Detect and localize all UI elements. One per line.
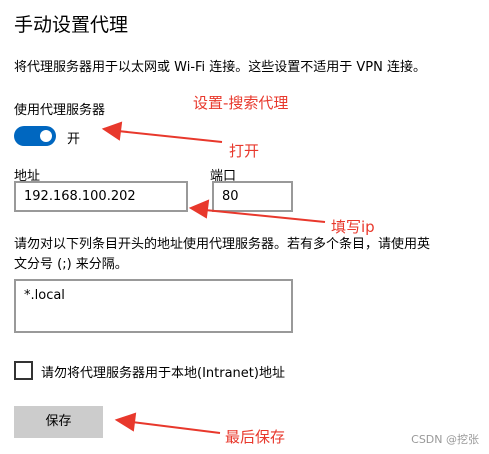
toggle-state-label: 开 xyxy=(67,132,81,147)
arrow-save-head xyxy=(114,412,137,432)
use-proxy-toggle[interactable] xyxy=(14,126,56,146)
exceptions-description: 请勿对以下列条目开头的地址使用代理服务器。若有多个条目，请使用英文分号 (;) … xyxy=(14,237,431,272)
local-bypass-checkbox[interactable] xyxy=(14,361,33,380)
address-input[interactable]: 192.168.100.202 xyxy=(14,181,188,212)
arrow-open-head xyxy=(101,121,123,141)
annotation-settings-path: 设置-搜索代理 xyxy=(193,94,289,112)
page-description: 将代理服务器用于以太网或 Wi-Fi 连接。这些设置不适用于 VPN 连接。 xyxy=(14,60,427,75)
page-title: 手动设置代理 xyxy=(14,14,129,36)
port-label: 端口 xyxy=(210,169,237,184)
address-label: 地址 xyxy=(14,169,41,184)
annotation-fill-ip: 填写ip xyxy=(331,218,375,236)
port-input[interactable]: 80 xyxy=(212,181,293,212)
local-bypass-label: 请勿将代理服务器用于本地(Intranet)地址 xyxy=(41,366,285,381)
save-button[interactable]: 保存 xyxy=(14,406,103,438)
arrow-save-line xyxy=(131,421,221,434)
arrow-open-line xyxy=(117,130,223,143)
use-proxy-label: 使用代理服务器 xyxy=(14,103,106,118)
exceptions-input[interactable]: *.local xyxy=(14,279,293,333)
arrow-ip-head xyxy=(188,199,210,219)
annotation-open: 打开 xyxy=(229,142,260,160)
arrow-ip-line xyxy=(204,209,326,223)
annotation-save-last: 最后保存 xyxy=(225,428,286,446)
toggle-knob xyxy=(40,130,52,142)
watermark: CSDN @挖张 xyxy=(411,433,479,446)
